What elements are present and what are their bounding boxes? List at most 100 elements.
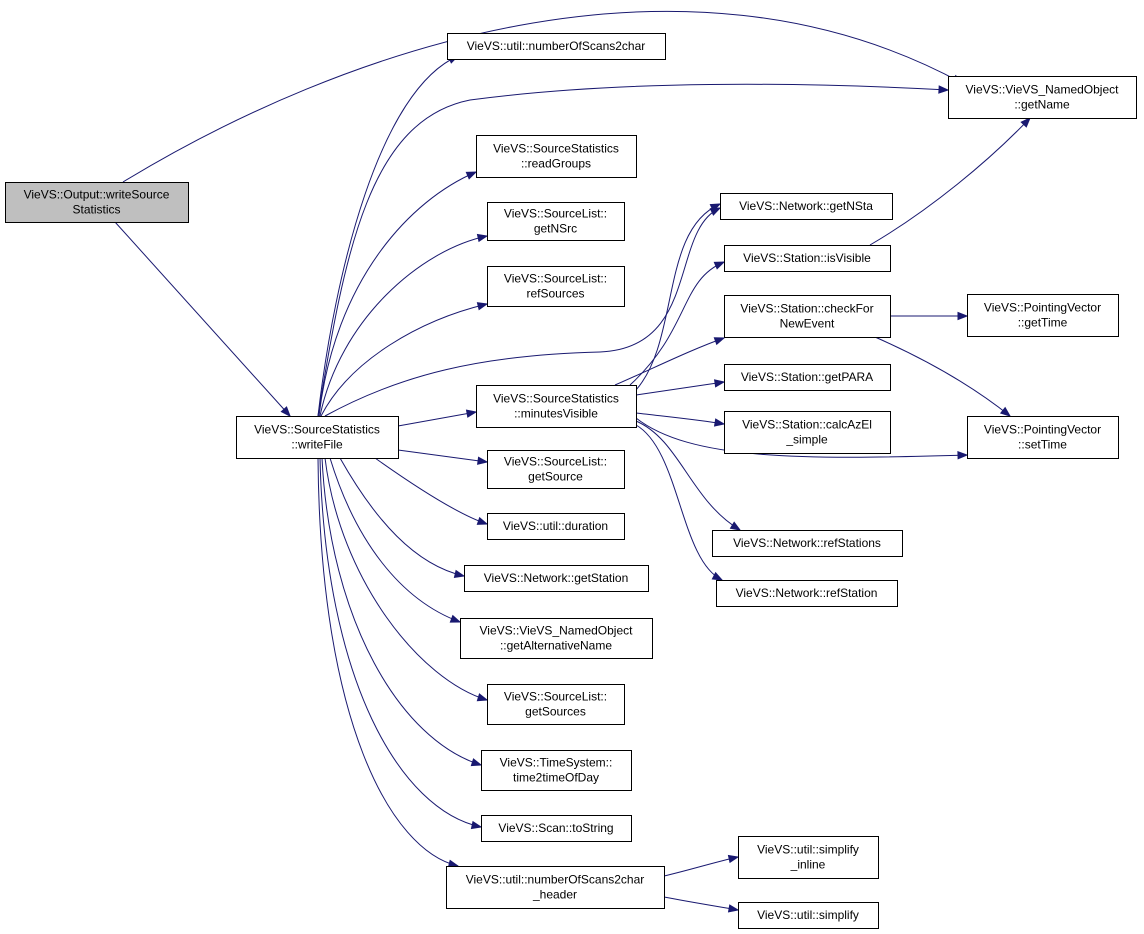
node-getNSta[interactable]: VieVS::Network::getNSta [720, 193, 893, 220]
edge-arrowhead [713, 337, 726, 346]
node-box[interactable] [446, 866, 665, 909]
node-refSources[interactable]: VieVS::SourceList::refSources [487, 266, 625, 307]
node-numberOfScans2char[interactable]: VieVS::util::numberOfScans2char [447, 33, 666, 60]
node-isVisible[interactable]: VieVS::Station::isVisible [724, 245, 891, 272]
edge-writeFile-to-refSources [320, 302, 489, 417]
edge-minutesVisible-to-refStations [635, 420, 742, 531]
node-box[interactable] [738, 902, 879, 929]
edge-writeFile-to-readGroups [318, 171, 478, 417]
node-box[interactable] [487, 202, 625, 241]
node-box[interactable] [724, 364, 891, 391]
node-label: VieVS::util::simplify [757, 908, 859, 922]
node-refStation[interactable]: VieVS::Network::refStation [716, 580, 898, 607]
node-box[interactable] [712, 530, 903, 557]
node-box[interactable] [236, 416, 399, 459]
node-box[interactable] [720, 193, 893, 220]
node-writeFile[interactable]: VieVS::SourceStatistics::writeFile [236, 416, 399, 459]
node-label: VieVS::Network::refStations [733, 536, 881, 550]
node-simplify_inline[interactable]: VieVS::util::simplify_inline [738, 836, 879, 879]
node-pv_setTime[interactable]: VieVS::PointingVector::setTime [967, 416, 1119, 459]
node-label: ::getTime [1018, 316, 1068, 330]
edge-arrowhead [470, 820, 483, 830]
node-label: ::getAlternativeName [500, 639, 612, 653]
node-box[interactable] [487, 266, 625, 307]
node-label: VieVS::Station::calcAzEl [742, 418, 872, 432]
node-getNSrc[interactable]: VieVS::SourceList::getNSrc [487, 202, 625, 241]
node-getStation[interactable]: VieVS::Network::getStation [464, 565, 649, 592]
edge-arrowhead [727, 904, 740, 913]
node-label: time2timeOfDay [513, 771, 599, 785]
node-simplify[interactable]: VieVS::util::simplify [738, 902, 879, 929]
edge-minutesVisible-to-checkForNewEvent [614, 337, 726, 386]
node-box[interactable] [716, 580, 898, 607]
node-box[interactable] [487, 684, 625, 725]
edge-writeFile-to-toString [319, 457, 483, 830]
node-box[interactable] [724, 245, 891, 272]
node-getSources[interactable]: VieVS::SourceList::getSources [487, 684, 625, 725]
node-label: getSource [528, 470, 583, 484]
edges-layer [114, 10, 1031, 913]
edge-line [374, 457, 488, 525]
node-box[interactable] [481, 815, 632, 842]
node-duration[interactable]: VieVS::util::duration [487, 513, 625, 540]
node-label: VieVS::Station::isVisible [743, 251, 871, 265]
node-label: ::readGroups [521, 157, 591, 171]
node-box[interactable] [724, 411, 891, 454]
node-label: VieVS::util::numberOfScans2char [467, 39, 646, 53]
node-label: _simple [785, 433, 828, 447]
edge-arrowhead [711, 571, 724, 581]
node-calcAzEl_simple[interactable]: VieVS::Station::calcAzEl_simple [724, 411, 891, 454]
edge-line [329, 457, 461, 623]
edge-numberOfScans2char_header-to-simplify [663, 896, 740, 913]
edge-line [317, 55, 459, 417]
node-getAlternativeName[interactable]: VieVS::VieVS_NamedObject::getAlternative… [460, 618, 653, 659]
node-getPARA[interactable]: VieVS::Station::getPARA [724, 364, 891, 391]
edge-arrowhead [713, 261, 726, 270]
edge-minutesVisible-to-getNSta [635, 203, 722, 391]
edge-arrowhead [476, 233, 489, 243]
node-box[interactable] [481, 750, 632, 791]
node-label: VieVS::PointingVector [984, 301, 1101, 315]
edge-minutesVisible-to-isVisible [629, 261, 726, 386]
node-refStations[interactable]: VieVS::Network::refStations [712, 530, 903, 557]
node-box[interactable] [724, 295, 891, 338]
edge-minutesVisible-to-pv_setTime [635, 417, 969, 460]
node-time2timeOfDay[interactable]: VieVS::TimeSystem::time2timeOfDay [481, 750, 632, 791]
edge-arrowhead [280, 406, 291, 418]
edge-arrowhead [957, 311, 969, 321]
edge-checkForNewEvent-to-pv_getTime [890, 311, 969, 321]
edge-minutesVisible-to-calcAzEl_simple [635, 412, 726, 427]
node-getSource[interactable]: VieVS::SourceList::getSource [487, 450, 625, 489]
edge-writeFile-to-getSources [324, 457, 489, 702]
node-box[interactable] [476, 385, 637, 428]
node-label: VieVS::SourceStatistics [493, 392, 619, 406]
edge-line [114, 221, 291, 417]
node-minutesVisible[interactable]: VieVS::SourceStatistics::minutesVisible [476, 385, 637, 428]
node-label: VieVS::Network::getStation [484, 571, 629, 585]
edge-arrowhead [465, 171, 478, 180]
node-box[interactable] [476, 135, 637, 178]
nodes-layer: VieVS::Output::writeSourceStatisticsVieV… [5, 33, 1137, 929]
node-box[interactable] [967, 416, 1119, 459]
node-box[interactable] [487, 513, 625, 540]
edge-line [321, 457, 482, 766]
node-getName[interactable]: VieVS::VieVS_NamedObject::getName [948, 76, 1137, 119]
edge-line [874, 336, 1011, 417]
node-box[interactable] [487, 450, 625, 489]
node-label: VieVS::SourceList:: [504, 690, 607, 704]
node-box[interactable] [738, 836, 879, 879]
node-box[interactable] [5, 182, 189, 223]
node-label: NewEvent [780, 317, 835, 331]
node-numberOfScans2char_header[interactable]: VieVS::util::numberOfScans2char_header [446, 866, 665, 909]
node-box[interactable] [447, 33, 666, 60]
edge-line [635, 381, 725, 396]
node-readGroups[interactable]: VieVS::SourceStatistics::readGroups [476, 135, 637, 178]
node-box[interactable] [464, 565, 649, 592]
node-box[interactable] [948, 76, 1137, 119]
node-box[interactable] [460, 618, 653, 659]
node-pv_getTime[interactable]: VieVS::PointingVector::getTime [967, 294, 1119, 337]
node-toString[interactable]: VieVS::Scan::toString [481, 815, 632, 842]
node-box[interactable] [967, 294, 1119, 337]
